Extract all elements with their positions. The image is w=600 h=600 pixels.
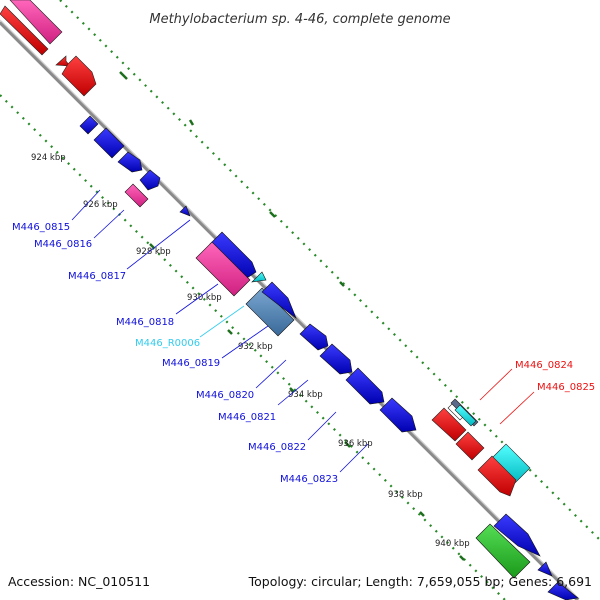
cds-reverse: [477, 455, 517, 497]
cds-reverse: [61, 55, 97, 97]
trna-feature: [251, 271, 267, 283]
cds-forward: [179, 205, 191, 217]
gene-label[interactable]: M446_0820: [196, 390, 254, 401]
other-feature: [475, 523, 531, 579]
map-title: Methylobacterium sp. 4-46, complete geno…: [149, 12, 450, 27]
cds-forward: [379, 397, 417, 433]
cds-forward: [79, 115, 99, 135]
gene-label[interactable]: M446_0817: [68, 271, 126, 282]
scale-label: 934 kbp: [288, 390, 323, 400]
scale-label: 932 kbp: [238, 342, 273, 352]
cds-forward: [261, 281, 297, 319]
genome-summary: Topology: circular; Length: 7,659,055 bp…: [248, 574, 592, 589]
rna-feature: [195, 241, 251, 297]
cds-forward: [537, 561, 553, 577]
scale-label: 930 kbp: [187, 293, 222, 303]
gene-label[interactable]: M446_0821: [218, 412, 276, 423]
cds-forward: [299, 323, 329, 351]
scale-labels: 924 kbp 926 kbp 928 kbp 930 kbp 932 kbp …: [31, 153, 470, 549]
outer-features: [0, 0, 531, 497]
cds-forward: [117, 151, 143, 173]
scale-label: 938 kbp: [388, 490, 423, 500]
scale-label: 936 kbp: [338, 439, 373, 449]
cds-forward: [0, 5, 49, 56]
gene-labels: M446_0815 M446_0816 M446_0817 M446_0818 …: [12, 222, 595, 485]
gene-label[interactable]: M446_0818: [116, 317, 174, 328]
trna-feature: [454, 404, 477, 427]
scale-label: 928 kbp: [136, 247, 171, 257]
gene-label[interactable]: M446_0822: [248, 442, 306, 453]
scale-label: 924 kbp: [31, 153, 66, 163]
cds-forward: [319, 343, 353, 375]
gene-label[interactable]: M446_0824: [515, 360, 573, 371]
gene-label[interactable]: M446_0816: [34, 239, 92, 250]
cds-forward: [139, 169, 161, 191]
gene-label[interactable]: M446_0819: [162, 358, 220, 369]
scale-label: 940 kbp: [435, 539, 470, 549]
cds-forward: [345, 367, 385, 405]
gc-marks: [119, 71, 465, 561]
gene-label[interactable]: M446_0815: [12, 222, 70, 233]
cds-reverse: [55, 55, 71, 67]
cds-forward: [93, 127, 125, 159]
leader-lines: [71, 189, 535, 473]
cds-reverse: [431, 407, 467, 442]
accession-text: Accession: NC_010511: [8, 574, 150, 589]
pseudo-feature: [245, 287, 295, 337]
cds-reverse: [455, 431, 485, 461]
cds-forward: [493, 513, 541, 557]
gene-label[interactable]: M446_0823: [280, 474, 338, 485]
rna-feature: [9, 0, 63, 45]
gene-label[interactable]: M446_0825: [537, 382, 595, 393]
cds-forward: [547, 581, 579, 600]
rna-feature: [124, 183, 149, 208]
inner-features: [79, 115, 579, 600]
scale-label: 926 kbp: [83, 200, 118, 210]
gene-label[interactable]: M446_R0006: [135, 338, 200, 349]
